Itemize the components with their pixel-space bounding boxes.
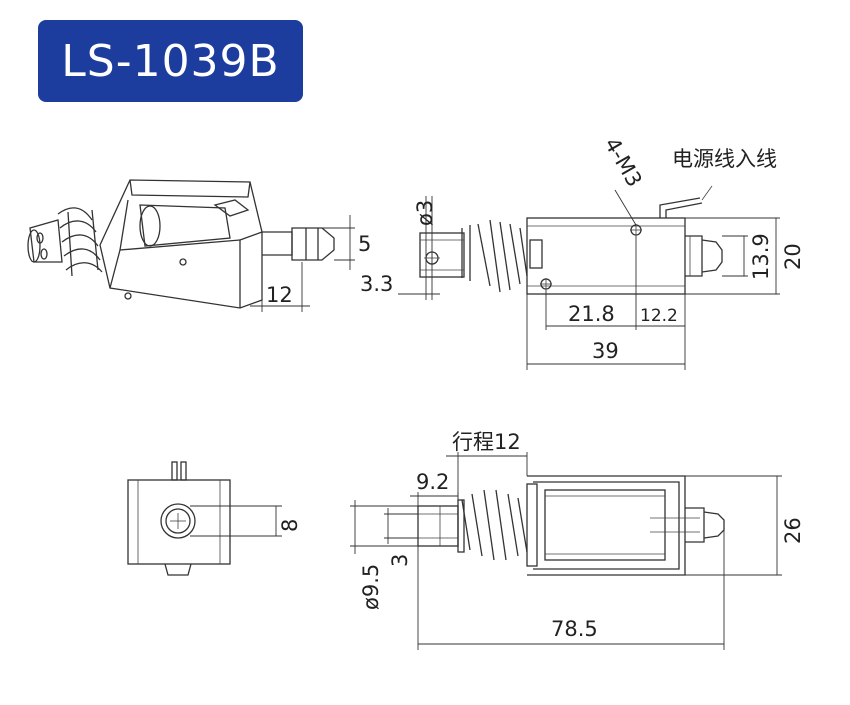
side-view-top: [398, 185, 780, 370]
dim-26-label: 26: [781, 517, 805, 544]
end-view: [127, 461, 282, 576]
dim-78-5-label: 78.5: [551, 617, 598, 641]
dim-21-8-label: 21.8: [568, 302, 615, 326]
dim-12-label: 12: [266, 283, 293, 307]
dim-9-2-label: 9.2: [416, 470, 449, 494]
dim-5-label: 5: [358, 232, 371, 256]
dim-3-label: 3: [388, 554, 412, 567]
model-title: LS-1039B: [61, 35, 280, 87]
dim-8-label: 8: [278, 519, 302, 532]
dim-flange-diameter-label: ø9.5: [359, 564, 383, 610]
isometric-view: [27, 179, 355, 312]
side-view-bottom: [350, 452, 782, 650]
stroke-label: 行程12: [452, 430, 521, 454]
dim-4-m3-label: 4-M3: [600, 134, 647, 191]
dim-pin-diameter-label: ø3: [413, 200, 437, 226]
power-lead-label: 电源线入线: [672, 147, 777, 171]
model-title-badge: LS-1039B: [38, 20, 303, 102]
dim-3-3-label: 3.3: [360, 272, 393, 296]
dim-20-label: 20: [781, 243, 805, 270]
dim-13-9-label: 13.9: [749, 233, 773, 280]
dim-12-2-label: 12.2: [640, 306, 678, 326]
dim-39-label: 39: [592, 339, 619, 363]
